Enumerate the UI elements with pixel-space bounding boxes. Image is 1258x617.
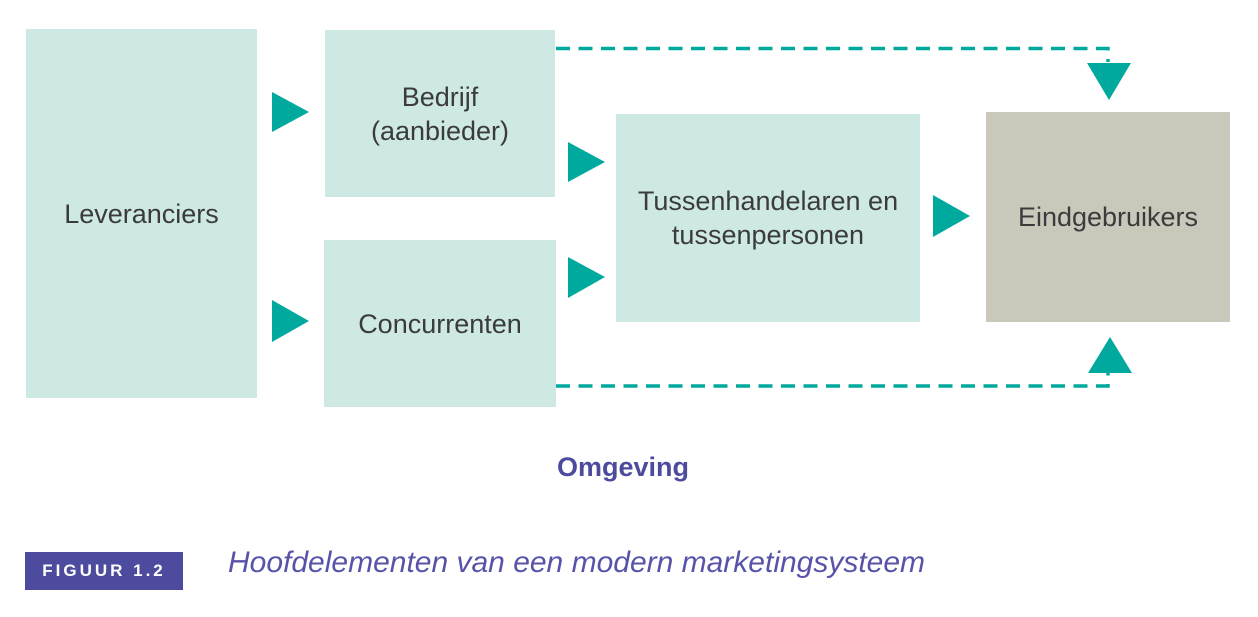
arrow-leveranciers-to-bedrijf-icon	[272, 92, 309, 132]
box-concurrenten: Concurrenten	[324, 240, 556, 407]
arrow-up-eindgebruikers-icon	[1088, 337, 1132, 373]
box-bedrijf: Bedrijf (aanbieder)	[325, 30, 555, 197]
arrow-down-eindgebruikers-icon	[1087, 63, 1131, 100]
environment-label: Omgeving	[556, 452, 690, 482]
box-tussenhandelaren-label: Tussenhandelaren en tussenpersonen	[637, 186, 899, 250]
figure-caption: Hoofdelementen van een modern marketings…	[228, 546, 926, 579]
arrow-leveranciers-to-concurrenten-icon	[272, 300, 309, 342]
dashed-line-bedrijf-to-eindgebruikers	[556, 46, 1110, 62]
figure-number-badge: FIGUUR 1.2	[25, 552, 183, 590]
dashed-line-concurrenten-to-eindgebruikers	[556, 373, 1110, 388]
arrow-bedrijf-to-tussenhandelaren-icon	[568, 142, 605, 182]
box-tussenhandelaren: Tussenhandelaren en tussenpersonen	[616, 114, 920, 322]
box-eindgebruikers-label: Eindgebruikers	[1017, 202, 1199, 232]
box-eindgebruikers: Eindgebruikers	[986, 112, 1230, 322]
box-leveranciers: Leveranciers	[26, 29, 257, 398]
box-bedrijf-label: Bedrijf (aanbieder)	[370, 81, 510, 146]
arrow-tussenhandelaren-to-eindgebruikers-icon	[933, 195, 970, 237]
box-concurrenten-label: Concurrenten	[358, 308, 522, 339]
box-leveranciers-label: Leveranciers	[64, 198, 219, 229]
arrow-concurrenten-to-tussenhandelaren-icon	[568, 257, 605, 298]
